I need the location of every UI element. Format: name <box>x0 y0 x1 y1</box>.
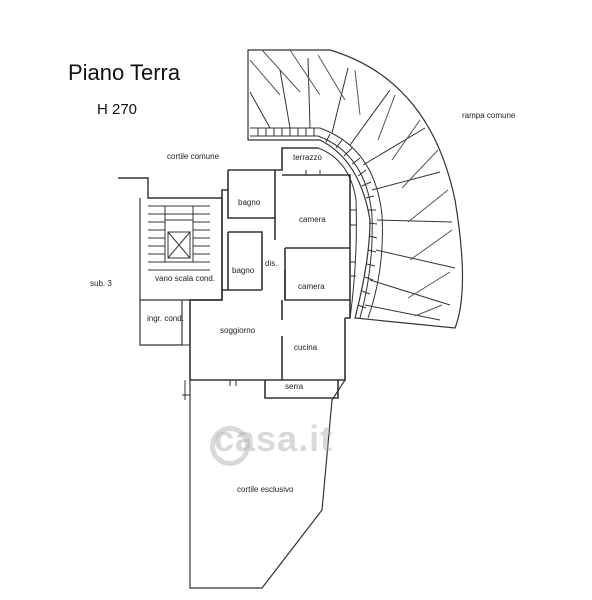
label-disimpegno: dis. <box>265 259 278 268</box>
label-bagno-2: bagno <box>232 266 255 275</box>
apartment-walls <box>189 147 356 399</box>
label-serra: serra <box>285 382 304 391</box>
watermark: casa.it <box>214 418 334 459</box>
ramp-area <box>247 49 464 329</box>
private-courtyard <box>189 379 346 589</box>
stairwell <box>118 177 223 346</box>
terrace-edge <box>282 147 357 319</box>
label-vano-scala: vano scala cond. <box>155 274 216 283</box>
label-camera-1: camera <box>299 215 326 224</box>
label-cortile-comune: cortile comune <box>167 152 220 161</box>
label-sub-3: sub. 3 <box>90 279 112 288</box>
label-ingresso-condominio: ingr. cond. <box>147 314 184 323</box>
plan-title: Piano Terra <box>68 60 181 85</box>
label-rampa-comune: rampa comune <box>462 111 516 120</box>
label-cucina: cucina <box>294 343 318 352</box>
plan-height: H 270 <box>97 101 138 118</box>
label-soggiorno: soggiorno <box>220 326 256 335</box>
watermark-icon <box>210 426 250 466</box>
label-camera-2: camera <box>298 282 325 291</box>
label-cortile-esclusivo: cortile esclusivo <box>237 485 294 494</box>
label-terrazzo: terrazzo <box>293 153 322 162</box>
label-bagno-1: bagno <box>238 198 261 207</box>
